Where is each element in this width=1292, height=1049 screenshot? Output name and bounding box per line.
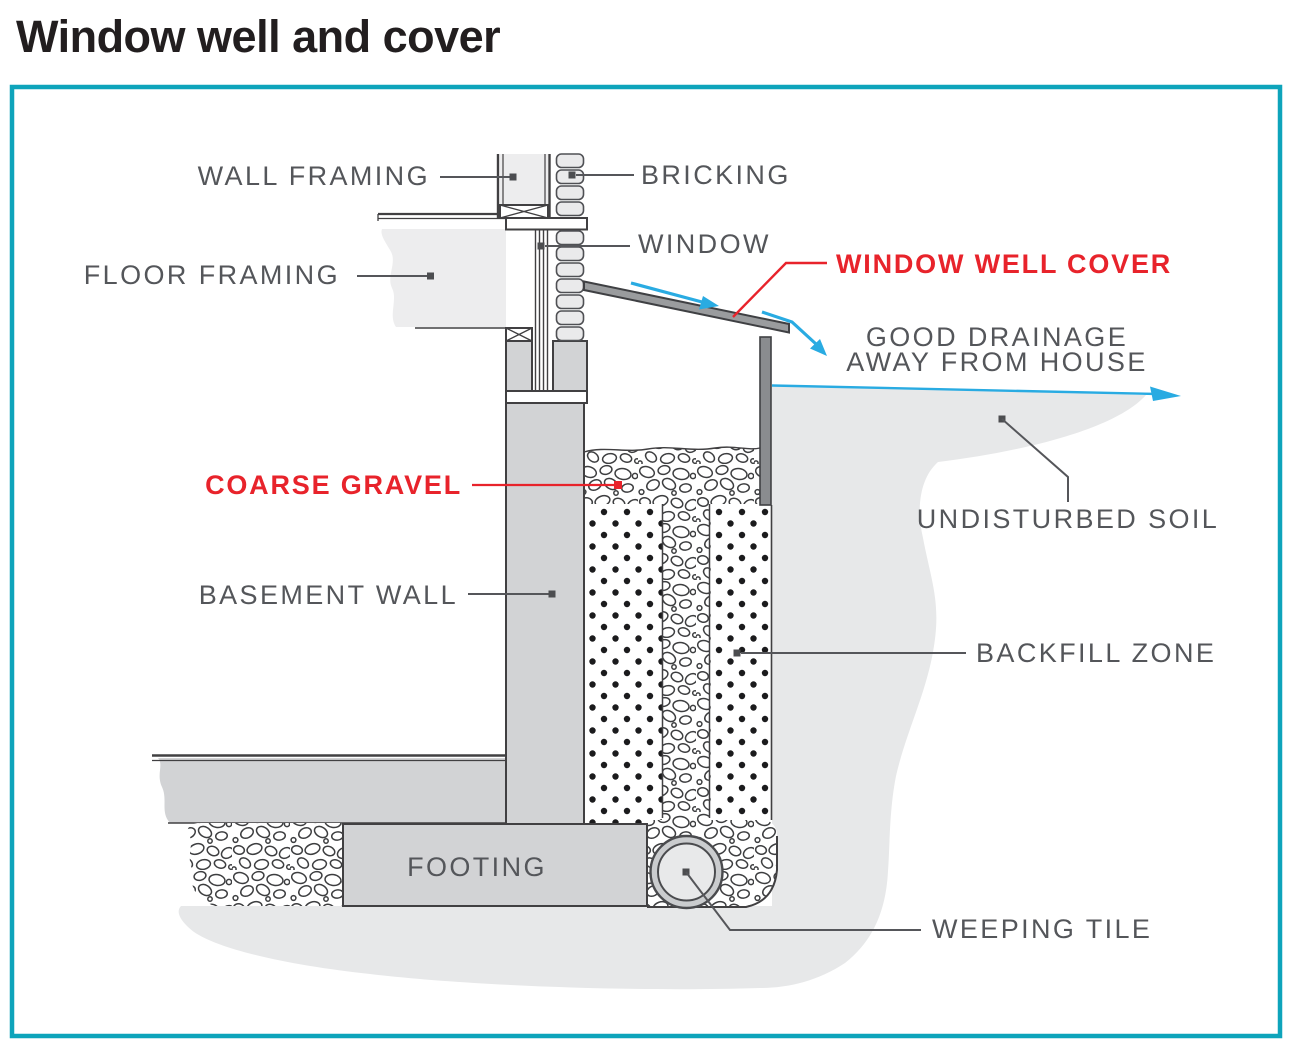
window-frame (534, 230, 549, 391)
page-title: Window well and cover (16, 11, 500, 62)
label-basement-wall: BASEMENT WALL (199, 580, 458, 610)
cross-bridging-lower (505, 327, 533, 342)
leader-backfill-zone (733, 649, 966, 657)
runoff-arrow (761, 310, 818, 346)
label-undisturbed-soil: UNDISTURBED SOIL (917, 504, 1219, 534)
label-good-drainage-line1: GOOD DRAINAGE (866, 322, 1128, 352)
cross-bridging-upper (499, 204, 549, 219)
gravel-column (661, 504, 711, 820)
basement-floor-slab (152, 754, 506, 824)
label-floor-framing: FLOOR FRAMING (84, 260, 340, 290)
gravel-under-slab (187, 823, 343, 906)
sill-plate (505, 390, 588, 404)
footing (342, 823, 648, 907)
label-backfill-zone: BACKFILL ZONE (976, 638, 1216, 668)
cover-flow-arrow (630, 281, 703, 304)
bricking-column (555, 153, 585, 342)
window-well-cover (583, 280, 790, 334)
basement-wall (505, 402, 585, 825)
backfill-dotted-zones (584, 504, 772, 824)
floor-framing (381, 229, 506, 329)
label-coarse-gravel: COARSE GRAVEL (205, 470, 462, 500)
label-window: WINDOW (638, 229, 771, 259)
label-bricking: BRICKING (641, 160, 791, 190)
leader-coarse-gravel (472, 481, 622, 489)
wall-segment-left (505, 340, 533, 392)
leader-basement-wall (468, 590, 556, 598)
label-weeping-tile: WEEPING TILE (932, 914, 1152, 944)
window-well-side-wall (759, 336, 772, 506)
ground-slope-arrow (771, 384, 1181, 401)
drainage-flow-arrows (630, 281, 827, 356)
leader-floor-framing (357, 272, 434, 280)
undisturbed-soil-mass (178, 386, 1146, 990)
coarse-gravel-band (583, 446, 761, 504)
leader-bricking (568, 171, 634, 179)
diagram-border (9, 84, 1283, 1039)
floor-line (377, 212, 506, 221)
rim-joist-band (505, 217, 588, 231)
label-wall-framing: WALL FRAMING (198, 161, 430, 191)
wall-framing (496, 154, 551, 219)
leader-window (537, 242, 630, 250)
runoff-arrowhead-icon (810, 339, 827, 356)
label-footing: FOOTING (407, 852, 547, 882)
leader-weeping-tile (682, 868, 921, 931)
cover-flow-arrowhead-icon (699, 296, 719, 310)
leader-window-well-cover (732, 261, 827, 318)
leader-wall-framing (440, 173, 517, 181)
leader-undisturbed-soil (998, 415, 1069, 502)
wall-segment-right (552, 340, 588, 392)
label-good-drainage-line2: AWAY FROM HOUSE (846, 347, 1148, 377)
ground-arrowhead-icon (1150, 386, 1181, 401)
label-window-well-cover: WINDOW WELL COVER (836, 249, 1172, 279)
